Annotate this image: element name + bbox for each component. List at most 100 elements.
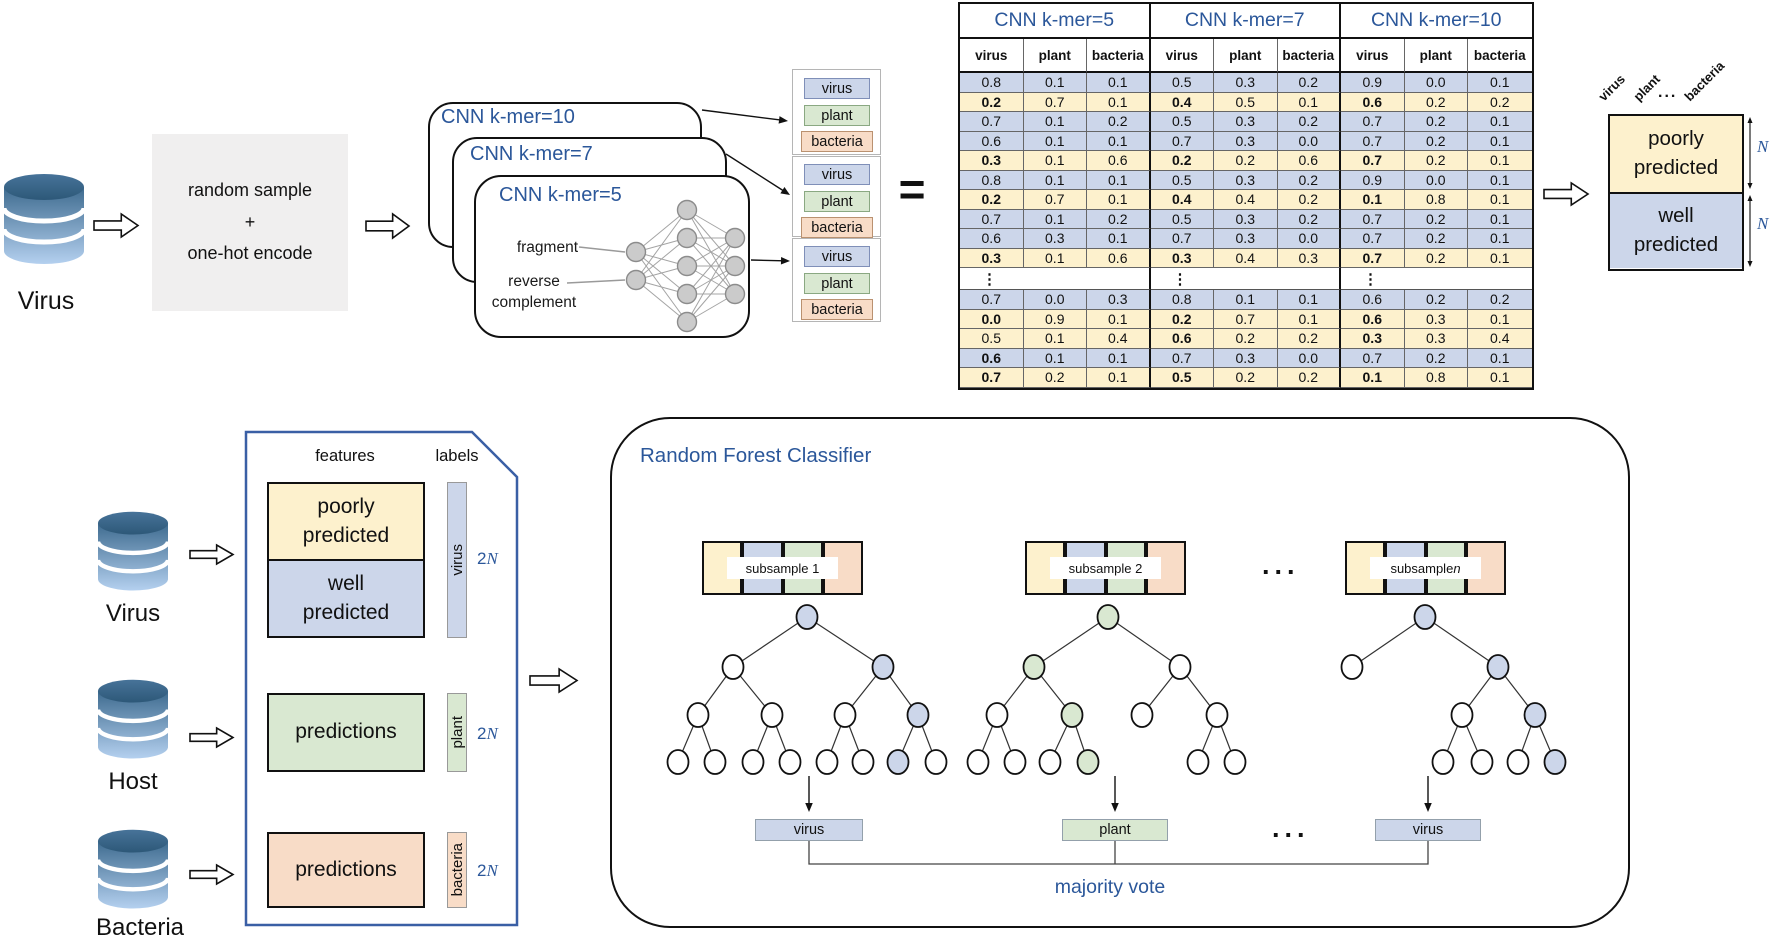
- poorly-line1: poorly: [1648, 127, 1704, 151]
- table-cell: 0.4: [1468, 329, 1532, 349]
- table-cell: 0.0: [1277, 348, 1341, 368]
- n-count-bottom: N: [1757, 214, 1768, 234]
- equals-sign: =: [898, 163, 926, 215]
- table-cell: 0.4: [1087, 329, 1151, 349]
- table-cell: 0.1: [1087, 229, 1151, 249]
- bacteria-predictions-feature-box: predictions: [267, 832, 425, 908]
- table-cell: 0.1: [1023, 131, 1087, 151]
- table-cell: 0.0: [960, 309, 1024, 329]
- table-cell: 0.2: [1404, 151, 1468, 171]
- table-cell: 0.2: [1277, 170, 1341, 190]
- table-cell: 0.7: [1150, 348, 1214, 368]
- virus-source-label: Virus: [17, 286, 75, 315]
- vote-box-virus-2: virus: [1375, 819, 1481, 841]
- table-cell: 0.3: [960, 248, 1024, 268]
- n-count-top: N: [1757, 137, 1768, 157]
- table-cell: 0.2: [1468, 290, 1532, 310]
- table-cell: 0.1: [1087, 368, 1151, 388]
- database-cylinder: [2, 174, 86, 264]
- virus-label-bar: virus: [447, 482, 467, 638]
- table-cell: 0.0: [1404, 73, 1468, 93]
- table-cell: 0.2: [1214, 329, 1278, 349]
- subsample-label: subsample n: [1370, 557, 1481, 579]
- table-cell: 0.8: [1404, 368, 1468, 388]
- majority-vote-label: majority vote: [1054, 875, 1166, 898]
- table-cell: 0.5: [1150, 112, 1214, 132]
- table-cell: 0.1: [1341, 368, 1405, 388]
- table-cell: 0.7: [960, 368, 1024, 388]
- table-cell: 0.1: [1468, 112, 1532, 132]
- database-cylinder: [95, 679, 171, 759]
- count-n: N: [486, 549, 498, 568]
- table-cell: 0.3: [1023, 229, 1087, 249]
- table-cell: 0.6: [1341, 92, 1405, 112]
- table-cell: 0.2: [1087, 112, 1151, 132]
- poorly-predicted-feature-box: poorly predicted: [267, 482, 425, 560]
- table-cell: 0.2: [1087, 209, 1151, 229]
- vote-box-virus-1: virus: [755, 819, 863, 841]
- table-cell: 0.7: [1023, 190, 1087, 210]
- well-l1: well: [327, 572, 365, 596]
- table-cell: 0.8: [960, 170, 1024, 190]
- bacteria-database-icon: [95, 828, 171, 912]
- subsample-strip: subsample n: [1345, 541, 1506, 595]
- table-cell: 0.5: [1150, 368, 1214, 388]
- table-cell: 0.1: [1468, 229, 1532, 249]
- table-cell: 0.7: [960, 209, 1024, 229]
- table-cell: 0.2: [1277, 329, 1341, 349]
- table-cell: 0.2: [1214, 368, 1278, 388]
- table-cell: 0.3: [1150, 248, 1214, 268]
- table-cell: 0.1: [1277, 290, 1341, 310]
- table-cell: 0.4: [1150, 190, 1214, 210]
- table-cell: 0.7: [1214, 309, 1278, 329]
- cnn-kmer7-title: CNN k-mer=7: [470, 143, 593, 165]
- database-cylinder: [95, 511, 171, 591]
- table-cell: 0.3: [960, 151, 1024, 171]
- bacteria-label-text: bacteria: [448, 843, 466, 897]
- table-sub-header: bacteria: [1087, 39, 1151, 73]
- table-cell: 0.6: [1150, 329, 1214, 349]
- complement-label: complement: [491, 293, 577, 311]
- host-source-label: Host: [108, 768, 158, 795]
- table-cell: 0.2: [1150, 309, 1214, 329]
- subsample-label: subsample 2: [1050, 557, 1161, 579]
- table-cell: 0.7: [1150, 131, 1214, 151]
- table-cell: 0.6: [1087, 151, 1151, 171]
- plant-label-bar: plant: [447, 693, 467, 772]
- table-group-header: CNN k-mer=10: [1341, 4, 1532, 39]
- table-cell: 0.8: [1150, 290, 1214, 310]
- table-group-header: CNN k-mer=5: [960, 4, 1151, 39]
- votes-dots: ...: [1272, 813, 1310, 843]
- table-cell: 0.9: [1023, 309, 1087, 329]
- table-sub-header: virus: [1341, 39, 1405, 73]
- n-top-value: N: [1757, 137, 1769, 156]
- database-cylinder: [95, 829, 171, 909]
- table-cell: 0.3: [1341, 329, 1405, 349]
- table-cell: 0.1: [1023, 209, 1087, 229]
- labels-header: labels: [435, 446, 479, 465]
- table-cell: 0.7: [1341, 229, 1405, 249]
- table-cell: 0.7: [1341, 248, 1405, 268]
- table-cell: 0.2: [1214, 151, 1278, 171]
- prediction-summary-box: poorly predicted well predicted: [1608, 114, 1744, 271]
- table-cell: 0.3: [1214, 209, 1278, 229]
- subsample-strip: subsample 1: [702, 541, 863, 595]
- table-cell: 0.2: [1023, 368, 1087, 388]
- table-cell: 0.3: [1214, 112, 1278, 132]
- table-cell: 0.1: [1023, 73, 1087, 93]
- table-cell: 0.2: [1277, 209, 1341, 229]
- poorly-l2: predicted: [302, 523, 390, 547]
- table-cell: 0.6: [1341, 290, 1405, 310]
- table-cell: 0.7: [960, 112, 1024, 132]
- table-cell: 0.4: [1214, 190, 1278, 210]
- table-cell: 0.3: [1087, 290, 1151, 310]
- virus-label-text: virus: [448, 544, 466, 576]
- table-sub-header: virus: [1150, 39, 1214, 73]
- output-chip-virus: virus: [804, 78, 870, 99]
- table-cell: 0.7: [1150, 229, 1214, 249]
- table-cell: 0.1: [1468, 151, 1532, 171]
- preprocess-box: random sample + one-hot encode: [152, 134, 348, 311]
- output-chip-plant: plant: [804, 105, 870, 126]
- table-cell: 0.1: [1087, 309, 1151, 329]
